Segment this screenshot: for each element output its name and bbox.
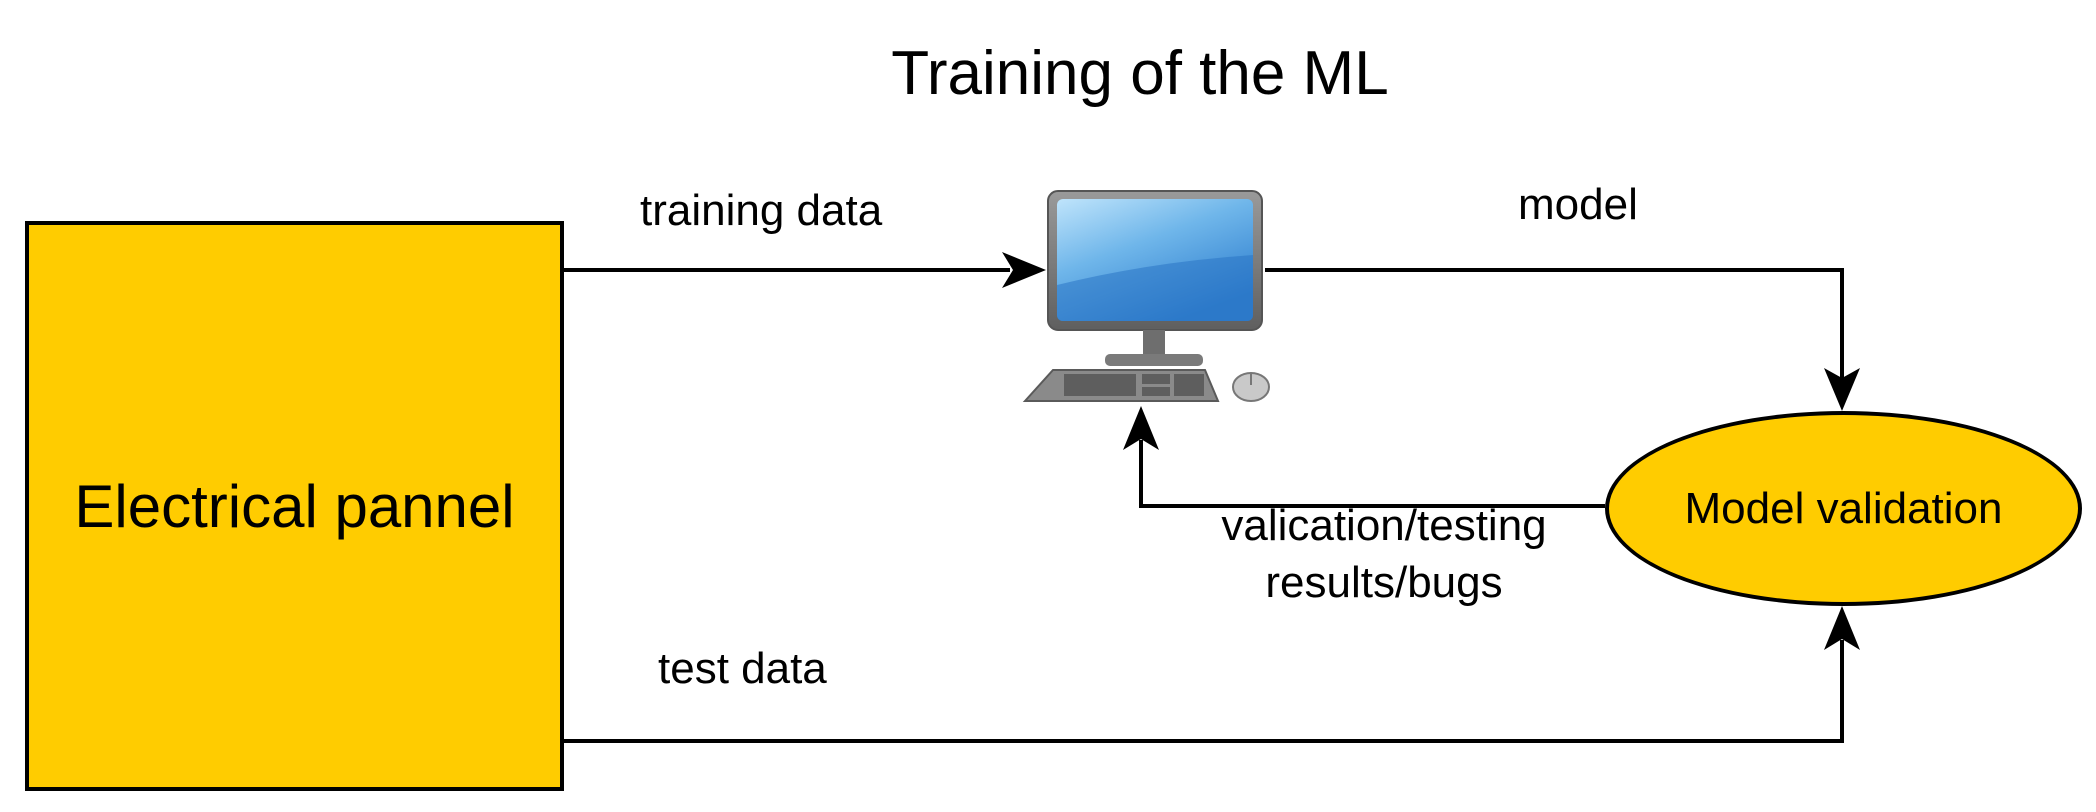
model-validation-label: Model validation [1684, 483, 2003, 533]
arrowhead-training-data [1002, 252, 1046, 288]
arrowhead-test-data [1824, 606, 1860, 650]
diagram-title: Training of the ML [891, 39, 1389, 108]
results-label-line2: results/bugs [1265, 558, 1503, 607]
arrowhead-model [1824, 368, 1860, 411]
arrowhead-results [1123, 406, 1159, 450]
test-data-label: test data [658, 644, 827, 693]
edge-results [1139, 440, 1605, 508]
electrical-panel-node: Electrical pannel [25, 221, 564, 791]
electrical-panel-label: Electrical pannel [74, 472, 515, 540]
model-label: model [1518, 180, 1638, 229]
model-validation-node: Model validation [1605, 411, 2082, 606]
computer-icon [1022, 190, 1270, 402]
results-label: valication/testing results/bugs [1198, 497, 1570, 611]
edge-test-data [564, 640, 1844, 743]
training-data-label: training data [640, 186, 883, 235]
results-label-line1: valication/testing [1221, 501, 1547, 550]
edge-model [1265, 268, 1844, 380]
